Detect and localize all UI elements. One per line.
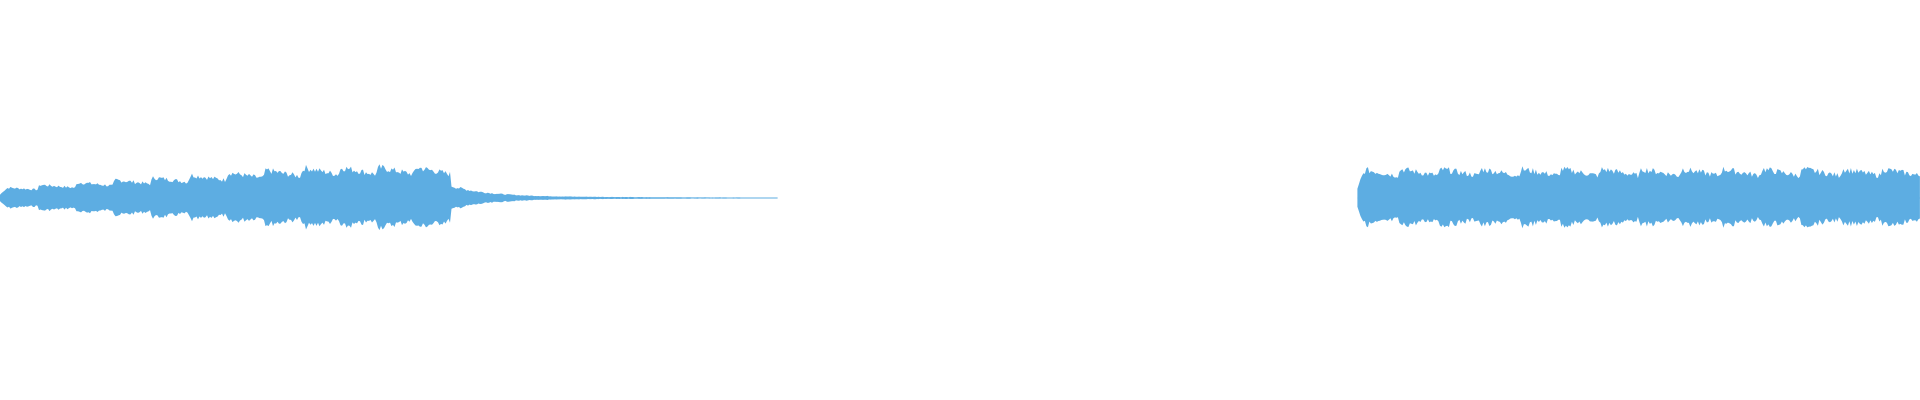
waveform-group <box>0 164 1920 231</box>
waveform-segment-right <box>1357 166 1920 229</box>
waveform-segment-left <box>0 164 777 231</box>
